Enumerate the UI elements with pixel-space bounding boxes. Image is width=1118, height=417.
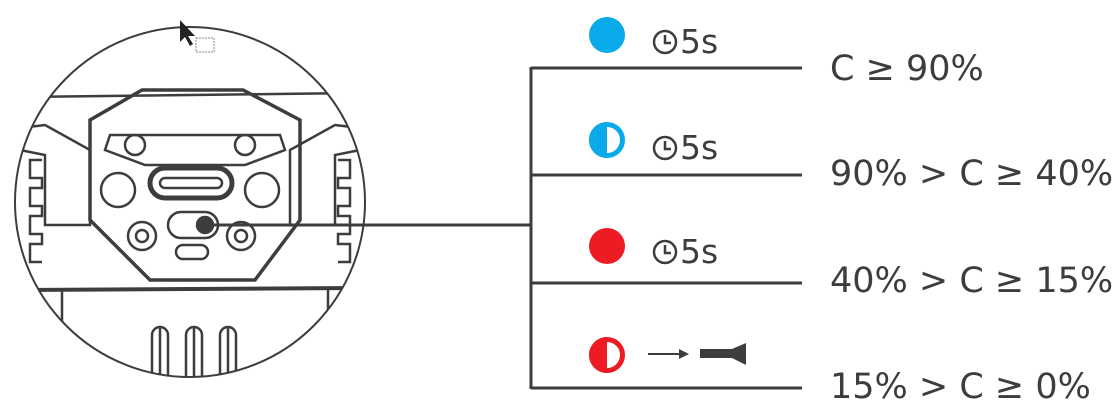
condition-label: 90% > C ≥ 40% (830, 154, 1113, 194)
mouse-cursor-icon (180, 20, 195, 46)
condition-label: 40% > C ≥ 15% (830, 261, 1113, 301)
state-row-1: 5s C ≥ 90% (589, 17, 984, 89)
duration-label: 5s (680, 22, 718, 61)
solid-red-led-icon (589, 228, 625, 264)
duration-label: 5s (680, 232, 718, 271)
connector-lines (205, 66, 802, 390)
battery-port-illustration (14, 26, 366, 378)
solid-blue-led-icon (589, 17, 625, 53)
clock-icon (652, 29, 678, 55)
selection-marquee (195, 37, 215, 53)
duration-label: 5s (680, 128, 718, 167)
condition-label: 15% > C ≥ 0% (830, 367, 1091, 407)
half-blue-led-icon (589, 122, 625, 158)
state-row-2: 5s 90% > C ≥ 40% (589, 122, 1113, 194)
clock-icon (652, 239, 678, 265)
clock-icon (652, 135, 678, 161)
state-row-3: 5s 40% > C ≥ 15% (589, 228, 1113, 301)
condition-label: C ≥ 90% (830, 49, 984, 89)
flashlight-icon (700, 343, 746, 365)
half-red-led-icon (589, 337, 625, 373)
arrow-right-icon (648, 349, 689, 359)
state-row-4: 15% > C ≥ 0% (589, 337, 1091, 407)
